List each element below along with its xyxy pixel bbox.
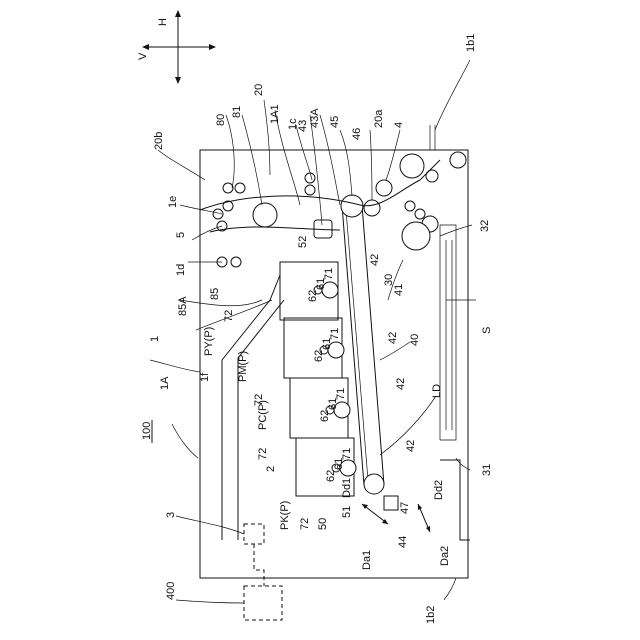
label-roller-42-b: 42: [387, 332, 399, 344]
label-roller-44: 44: [397, 536, 409, 548]
label-side-1b1: 1b1: [465, 34, 477, 52]
label-unit-50: 50: [317, 518, 329, 530]
label-direction-Dd2: Dd2: [433, 480, 445, 500]
label-roller-42-d: 42: [405, 440, 417, 452]
label-direction-Dd1: Dd1: [341, 478, 353, 498]
motion-arrows: [362, 496, 430, 532]
label-part-81: 81: [231, 106, 243, 118]
label-developer-cyan: 72: [257, 448, 269, 460]
feed-rollers: [200, 152, 466, 250]
label-system: 100: [141, 422, 153, 440]
label-apparatus: 1: [149, 336, 161, 342]
label-direction-LD: LD: [431, 384, 443, 398]
label-developer-yellow: 72: [223, 310, 235, 322]
label-part-85A: 85A: [177, 296, 189, 316]
label-sheet: S: [481, 327, 493, 334]
label-part-80: 80: [215, 114, 227, 126]
label-charger-magenta: 62: [313, 350, 325, 362]
label-unit-52: 52: [297, 236, 309, 248]
station-magenta: [284, 318, 344, 378]
station-cyan: [290, 378, 350, 438]
label-external: 400: [165, 582, 177, 600]
label-charger-yellow: 62: [307, 290, 319, 302]
label-roller-42-c: 42: [395, 378, 407, 390]
label-image-forming: 2: [265, 466, 277, 472]
control-unit: [244, 524, 264, 544]
label-sensor-cyan: 71: [335, 388, 347, 400]
label-charger-cyan: 62: [319, 410, 331, 422]
label-feed-32: 32: [479, 220, 491, 232]
fixing-unit: [213, 173, 332, 267]
label-conveyor-20b: 20b: [153, 132, 165, 150]
label-station-magenta: PM(P): [237, 351, 249, 382]
label-housing: 1A: [159, 376, 171, 390]
label-roller-42-a: 42: [369, 254, 381, 266]
label-direction-Da2: Da2: [439, 546, 451, 566]
direction-indicator: H V: [137, 10, 216, 84]
external-device: [244, 544, 282, 620]
label-sensor-black: 71: [341, 448, 353, 460]
leader-lines: [150, 60, 476, 603]
label-path-1d: 1d: [175, 264, 187, 276]
label-conveyor: 20: [253, 84, 265, 96]
label-part-85: 85: [209, 288, 221, 300]
label-roller-46: 46: [351, 128, 363, 140]
label-developer-black: 72: [299, 518, 311, 530]
label-transfer-40: 40: [409, 334, 421, 346]
label-vertical: V: [137, 52, 149, 60]
label-horizontal: H: [157, 18, 169, 26]
label-sensor-magenta: 71: [329, 328, 341, 340]
label-fixing: 5: [175, 232, 187, 238]
label-guide: 4: [393, 122, 405, 128]
label-station-yellow: PY(P): [203, 327, 215, 356]
label-developer-magenta: 72: [253, 394, 265, 406]
label-unit-51: 51: [341, 506, 353, 518]
label-sensor-yellow: 71: [323, 268, 335, 280]
label-path-1e: 1e: [167, 196, 179, 208]
label-station-black: PK(P): [279, 501, 291, 530]
label-roller-47: 47: [399, 502, 411, 514]
label-direction-Da1: Da1: [361, 550, 373, 570]
label-roller-45: 45: [329, 116, 341, 128]
label-charger-black: 62: [325, 470, 337, 482]
label-conveyor-20a: 20a: [373, 109, 385, 128]
label-housing-part: 1A1: [269, 104, 281, 124]
label-roller-43: 43: [297, 120, 309, 132]
label-belt-41: 41: [393, 284, 405, 296]
label-path-1f: 1f: [199, 372, 211, 382]
label-tray-31: 31: [481, 464, 493, 476]
label-roller-43A: 43A: [309, 108, 321, 128]
label-control: 3: [165, 512, 177, 518]
label-side-1b2: 1b2: [425, 606, 437, 624]
